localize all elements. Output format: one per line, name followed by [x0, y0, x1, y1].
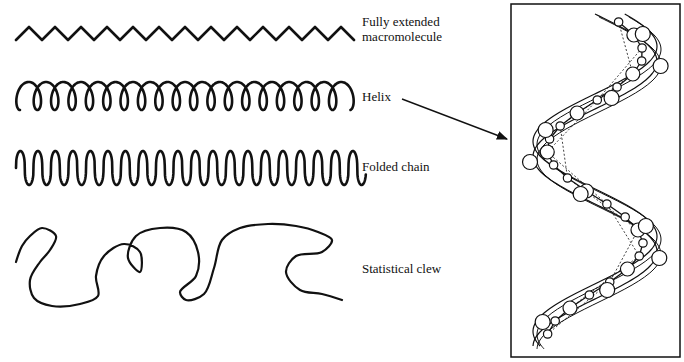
side-atom — [538, 123, 553, 138]
hydrogen-bond — [568, 178, 638, 230]
atom — [543, 330, 551, 338]
atom — [563, 301, 577, 315]
side-atom — [638, 219, 653, 234]
hydrogen-bond — [547, 152, 607, 204]
side-atom — [573, 187, 588, 202]
side-atom — [535, 315, 550, 330]
clew-chain — [16, 224, 342, 307]
atom — [585, 291, 593, 299]
shape-label: Helix — [362, 89, 462, 104]
side-atom — [523, 155, 538, 170]
hydrogen-bond — [610, 230, 638, 282]
atom — [540, 145, 554, 159]
atom — [621, 213, 629, 221]
side-atom — [653, 59, 668, 74]
shape-label: Statistical clew — [362, 261, 482, 276]
atom — [626, 67, 640, 81]
hydrogen-bond — [560, 74, 633, 126]
hydrogen-bond — [570, 256, 639, 308]
atom — [549, 161, 557, 169]
extended-chain — [16, 27, 354, 40]
helix-panel — [511, 4, 680, 357]
atom — [614, 18, 622, 26]
atom — [639, 239, 647, 247]
shape-label: Folded chain — [362, 159, 482, 174]
atom — [635, 252, 643, 260]
helix-ribbon — [537, 17, 661, 349]
side-atom — [600, 283, 615, 298]
atom — [603, 200, 611, 208]
hydrogen-bond — [597, 48, 642, 100]
hydrogen-bond — [547, 100, 597, 152]
side-atom — [635, 27, 650, 42]
atom — [637, 57, 645, 65]
helix-ribbon — [537, 17, 661, 349]
atom — [570, 106, 584, 120]
side-atom — [652, 251, 667, 266]
helix-ribbon — [533, 14, 657, 346]
atom — [563, 174, 571, 182]
pointer-arrow — [402, 99, 507, 139]
hydrogen-bond — [560, 126, 567, 178]
helix-ribbon — [533, 14, 657, 346]
side-atom — [604, 91, 619, 106]
atom — [593, 96, 601, 104]
atom — [620, 262, 634, 276]
helix-chain — [16, 82, 353, 110]
atom — [551, 317, 559, 325]
atom — [638, 44, 646, 52]
shape-label: Fully extended macromolecule — [362, 14, 482, 44]
atom — [556, 122, 564, 130]
folded-chain — [16, 151, 366, 185]
atom — [613, 83, 621, 91]
